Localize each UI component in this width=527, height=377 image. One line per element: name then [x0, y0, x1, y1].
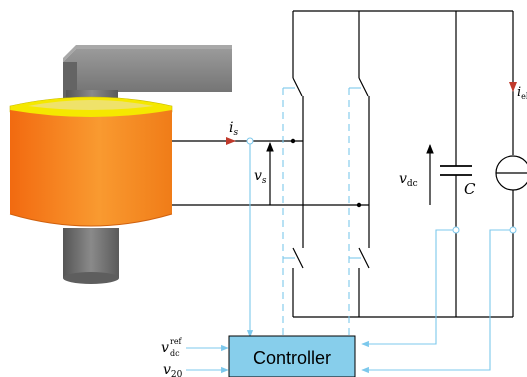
iel-label: iel	[517, 85, 527, 101]
vdc-label: vdc	[399, 171, 418, 189]
node-bottom	[356, 202, 362, 208]
current-arrow-is	[226, 137, 236, 145]
is-sense-node	[246, 137, 254, 145]
coil-bottom-edge	[9, 213, 173, 227]
controller-label: Controller	[253, 348, 331, 368]
vdc-ref-sup: ref	[170, 337, 183, 346]
node-top	[290, 138, 296, 144]
power-circuit	[172, 10, 527, 318]
iel-sense-line	[361, 229, 513, 374]
controller-box	[228, 335, 356, 377]
coil-illustration	[9, 45, 232, 284]
core-top-arm-front	[63, 49, 232, 100]
vs-label: vs	[254, 168, 267, 186]
iel-sense-node	[509, 226, 517, 234]
control-wiring	[186, 87, 517, 374]
leg1-lower-switch	[292, 247, 304, 269]
core-top-arm-top	[63, 45, 232, 62]
coil-body	[10, 110, 172, 226]
leg2-upper-switch	[358, 77, 369, 97]
vdc-sense-node	[452, 226, 460, 234]
current-arrow-iel	[509, 82, 517, 92]
vdc-sense-line	[361, 229, 456, 348]
core-bottom	[63, 228, 119, 278]
leg1-upper-switch	[292, 77, 303, 97]
v20-label: v20	[163, 362, 183, 377]
labels: is vs vdc C iel v ref dc v20	[161, 85, 527, 377]
controller-block: Controller	[228, 335, 356, 377]
vdc-ref-sub: dc	[170, 349, 180, 358]
core-bottom-end	[63, 272, 119, 284]
leg2-lower-switch	[358, 247, 370, 269]
capacitor-label: C	[464, 180, 476, 198]
coil-top-ring-inner	[28, 100, 154, 110]
is-label: is	[229, 120, 238, 138]
vdc-ref-label: v	[161, 340, 169, 356]
